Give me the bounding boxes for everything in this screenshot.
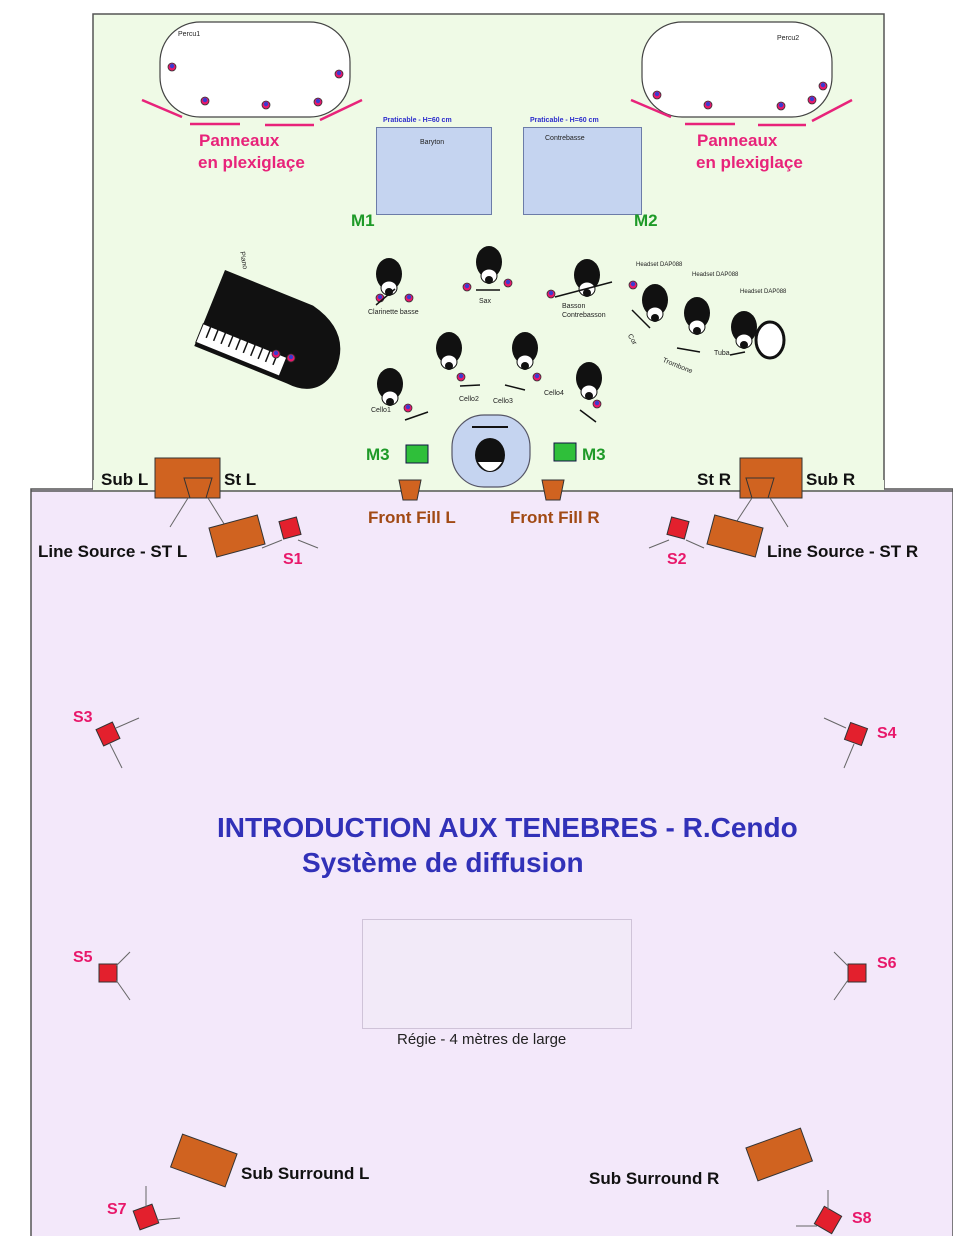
percussion-right-enclosure [641,21,833,118]
panels-left-line1: Panneaux [199,131,280,150]
percussion-left-enclosure [159,21,351,118]
platform-left [376,127,492,215]
st-l-label: St L [224,470,257,489]
cello3-label: Cello3 [493,398,513,405]
piano [194,270,341,389]
sax-label: Sax [479,298,492,305]
basson-label: Basson [562,303,586,310]
panels-right-line2: en plexiglaçe [696,153,803,172]
s8-label: S8 [852,1210,872,1227]
s3-label: S3 [73,709,93,726]
regie-label: Régie - 4 mètres de large [397,1031,567,1048]
title-line2: Système de diffusion [302,847,584,878]
headset-label-2: Headset DAP088 [692,272,739,278]
contrebasson-label: Contrebasson [562,312,606,319]
platform-right-label: Praticable - H=60 cm [530,117,599,124]
platform-left-label: Praticable - H=60 cm [383,117,452,124]
cello4-label: Cello4 [544,390,564,397]
s2-label: S2 [667,551,687,568]
m1-label: M1 [351,211,375,230]
sub-surround-right-label: Sub Surround R [589,1169,720,1188]
cello1-label: Cello1 [371,407,391,414]
stage-speakers [154,457,803,558]
conductor [451,414,531,488]
sub-surround-left-label: Sub Surround L [241,1164,370,1183]
regie-area [362,919,632,1029]
panels-left-line2: en plexiglaçe [198,153,305,172]
music-stands [375,183,746,423]
s5-label: S5 [73,949,93,966]
percussion-right-label: Percu2 [777,35,800,42]
s7-label: S7 [107,1201,127,1218]
hall-area [30,488,953,1236]
panels-right-line1: Panneaux [697,131,778,150]
s4-label: S4 [877,725,897,742]
line-source-right-label: Line Source - ST R [767,542,919,561]
surround-speakers [95,516,869,1235]
cello2-label: Cello2 [459,396,479,403]
st-r-label: St R [697,470,731,489]
s1-label: S1 [283,551,303,568]
contrebasse-label: Contrebasse [545,135,585,142]
sub-surround-speakers [169,1127,814,1188]
m3-left-label: M3 [366,445,390,464]
percussion-left-label: Percu1 [178,31,201,38]
baryton-label: Baryton [420,139,445,146]
platform-right [523,127,642,215]
m2-label: M2 [634,211,658,230]
s6-label: S6 [877,955,897,972]
line-source-left-label: Line Source - ST L [38,542,188,561]
headset-label-3: Headset DAP088 [740,289,787,295]
sub-r-label: Sub R [806,470,856,489]
clarinette-label: Clarinette basse [368,309,419,316]
title-line1: INTRODUCTION AUX TENEBRES - R.Cendo [217,812,798,843]
front-fill-right-label: Front Fill R [510,508,600,527]
speaker-lines [109,539,855,1227]
plexiglass-panels [141,98,853,127]
front-fill-left-label: Front Fill L [368,508,456,527]
sub-l-label: Sub L [101,470,149,489]
tuba-label: Tuba [714,350,730,357]
headset-label-1: Headset DAP088 [636,262,683,268]
m3-right-label: M3 [582,445,606,464]
